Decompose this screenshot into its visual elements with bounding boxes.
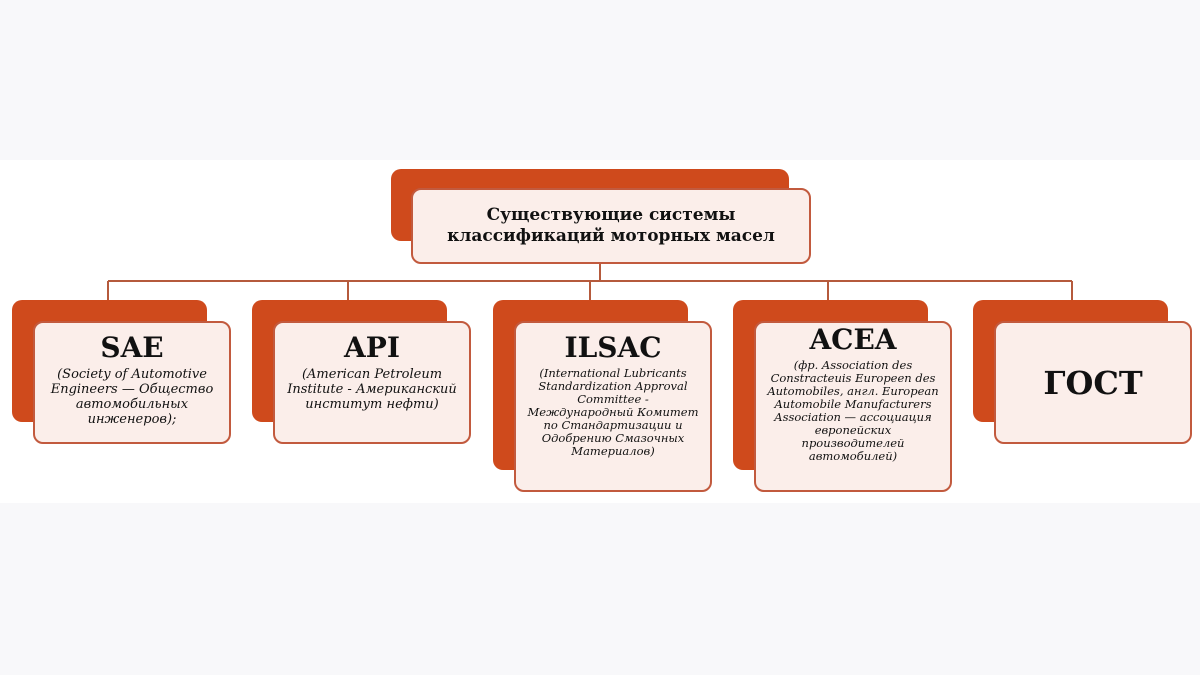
ilsac-description: (International Lubricants Standardizatio…	[527, 366, 699, 458]
root-title-line1: Существующие системы	[486, 205, 736, 225]
root-title-line2: классификаций моторных масел	[447, 226, 775, 246]
api-node: API (American Petroleum Institute - Амер…	[273, 321, 471, 444]
acea-description: (фр. Association des Constracteuis Europ…	[767, 358, 939, 463]
api-description: (American Petroleum Institute - Американ…	[287, 367, 457, 412]
ilsac-node: ILSAC (International Lubricants Standard…	[514, 321, 712, 492]
gost-node: ГОСТ	[994, 321, 1192, 444]
ilsac-abbr: ILSAC	[564, 331, 662, 364]
gost-abbr: ГОСТ	[1043, 363, 1143, 402]
sae-node: SAE (Society of Automotive Engineers — О…	[33, 321, 231, 444]
sae-abbr: SAE	[100, 331, 164, 364]
api-abbr: API	[344, 331, 400, 364]
acea-node: ACEA (фр. Association des Constracteuis …	[754, 321, 952, 492]
sae-description: (Society of Automotive Engineers — Общес…	[50, 367, 214, 427]
acea-abbr: ACEA	[809, 323, 897, 356]
root-node: Существующие системы классификаций мотор…	[411, 188, 811, 264]
